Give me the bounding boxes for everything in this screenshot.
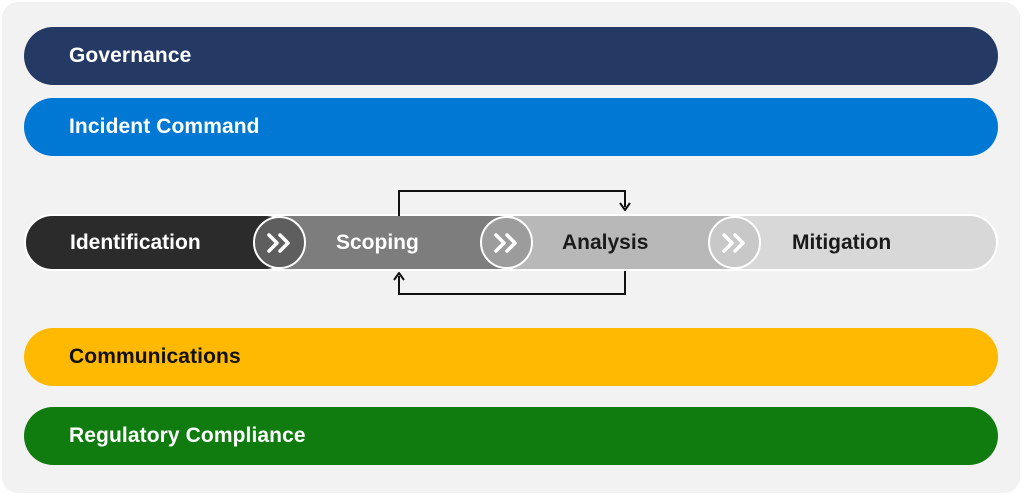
phase-identification-label: Identification — [70, 230, 201, 254]
phase-analysis-label: Analysis — [562, 230, 649, 254]
band-regulatory-compliance-label: Regulatory Compliance — [69, 424, 306, 447]
phase-mitigation-label: Mitigation — [792, 230, 892, 254]
phase-scoping-label: Scoping — [336, 230, 419, 254]
band-governance-label: Governance — [69, 44, 192, 67]
band-regulatory-compliance: Regulatory Compliance — [24, 407, 998, 465]
band-incident-command: Incident Command — [24, 98, 998, 156]
band-communications: Communications — [24, 328, 998, 386]
band-communications-label: Communications — [69, 345, 241, 368]
band-governance: Governance — [24, 27, 998, 85]
double-chevron-right-icon — [708, 216, 761, 269]
band-incident-command-label: Incident Command — [69, 115, 260, 138]
double-chevron-right-icon — [253, 216, 306, 269]
double-chevron-right-icon — [480, 216, 533, 269]
